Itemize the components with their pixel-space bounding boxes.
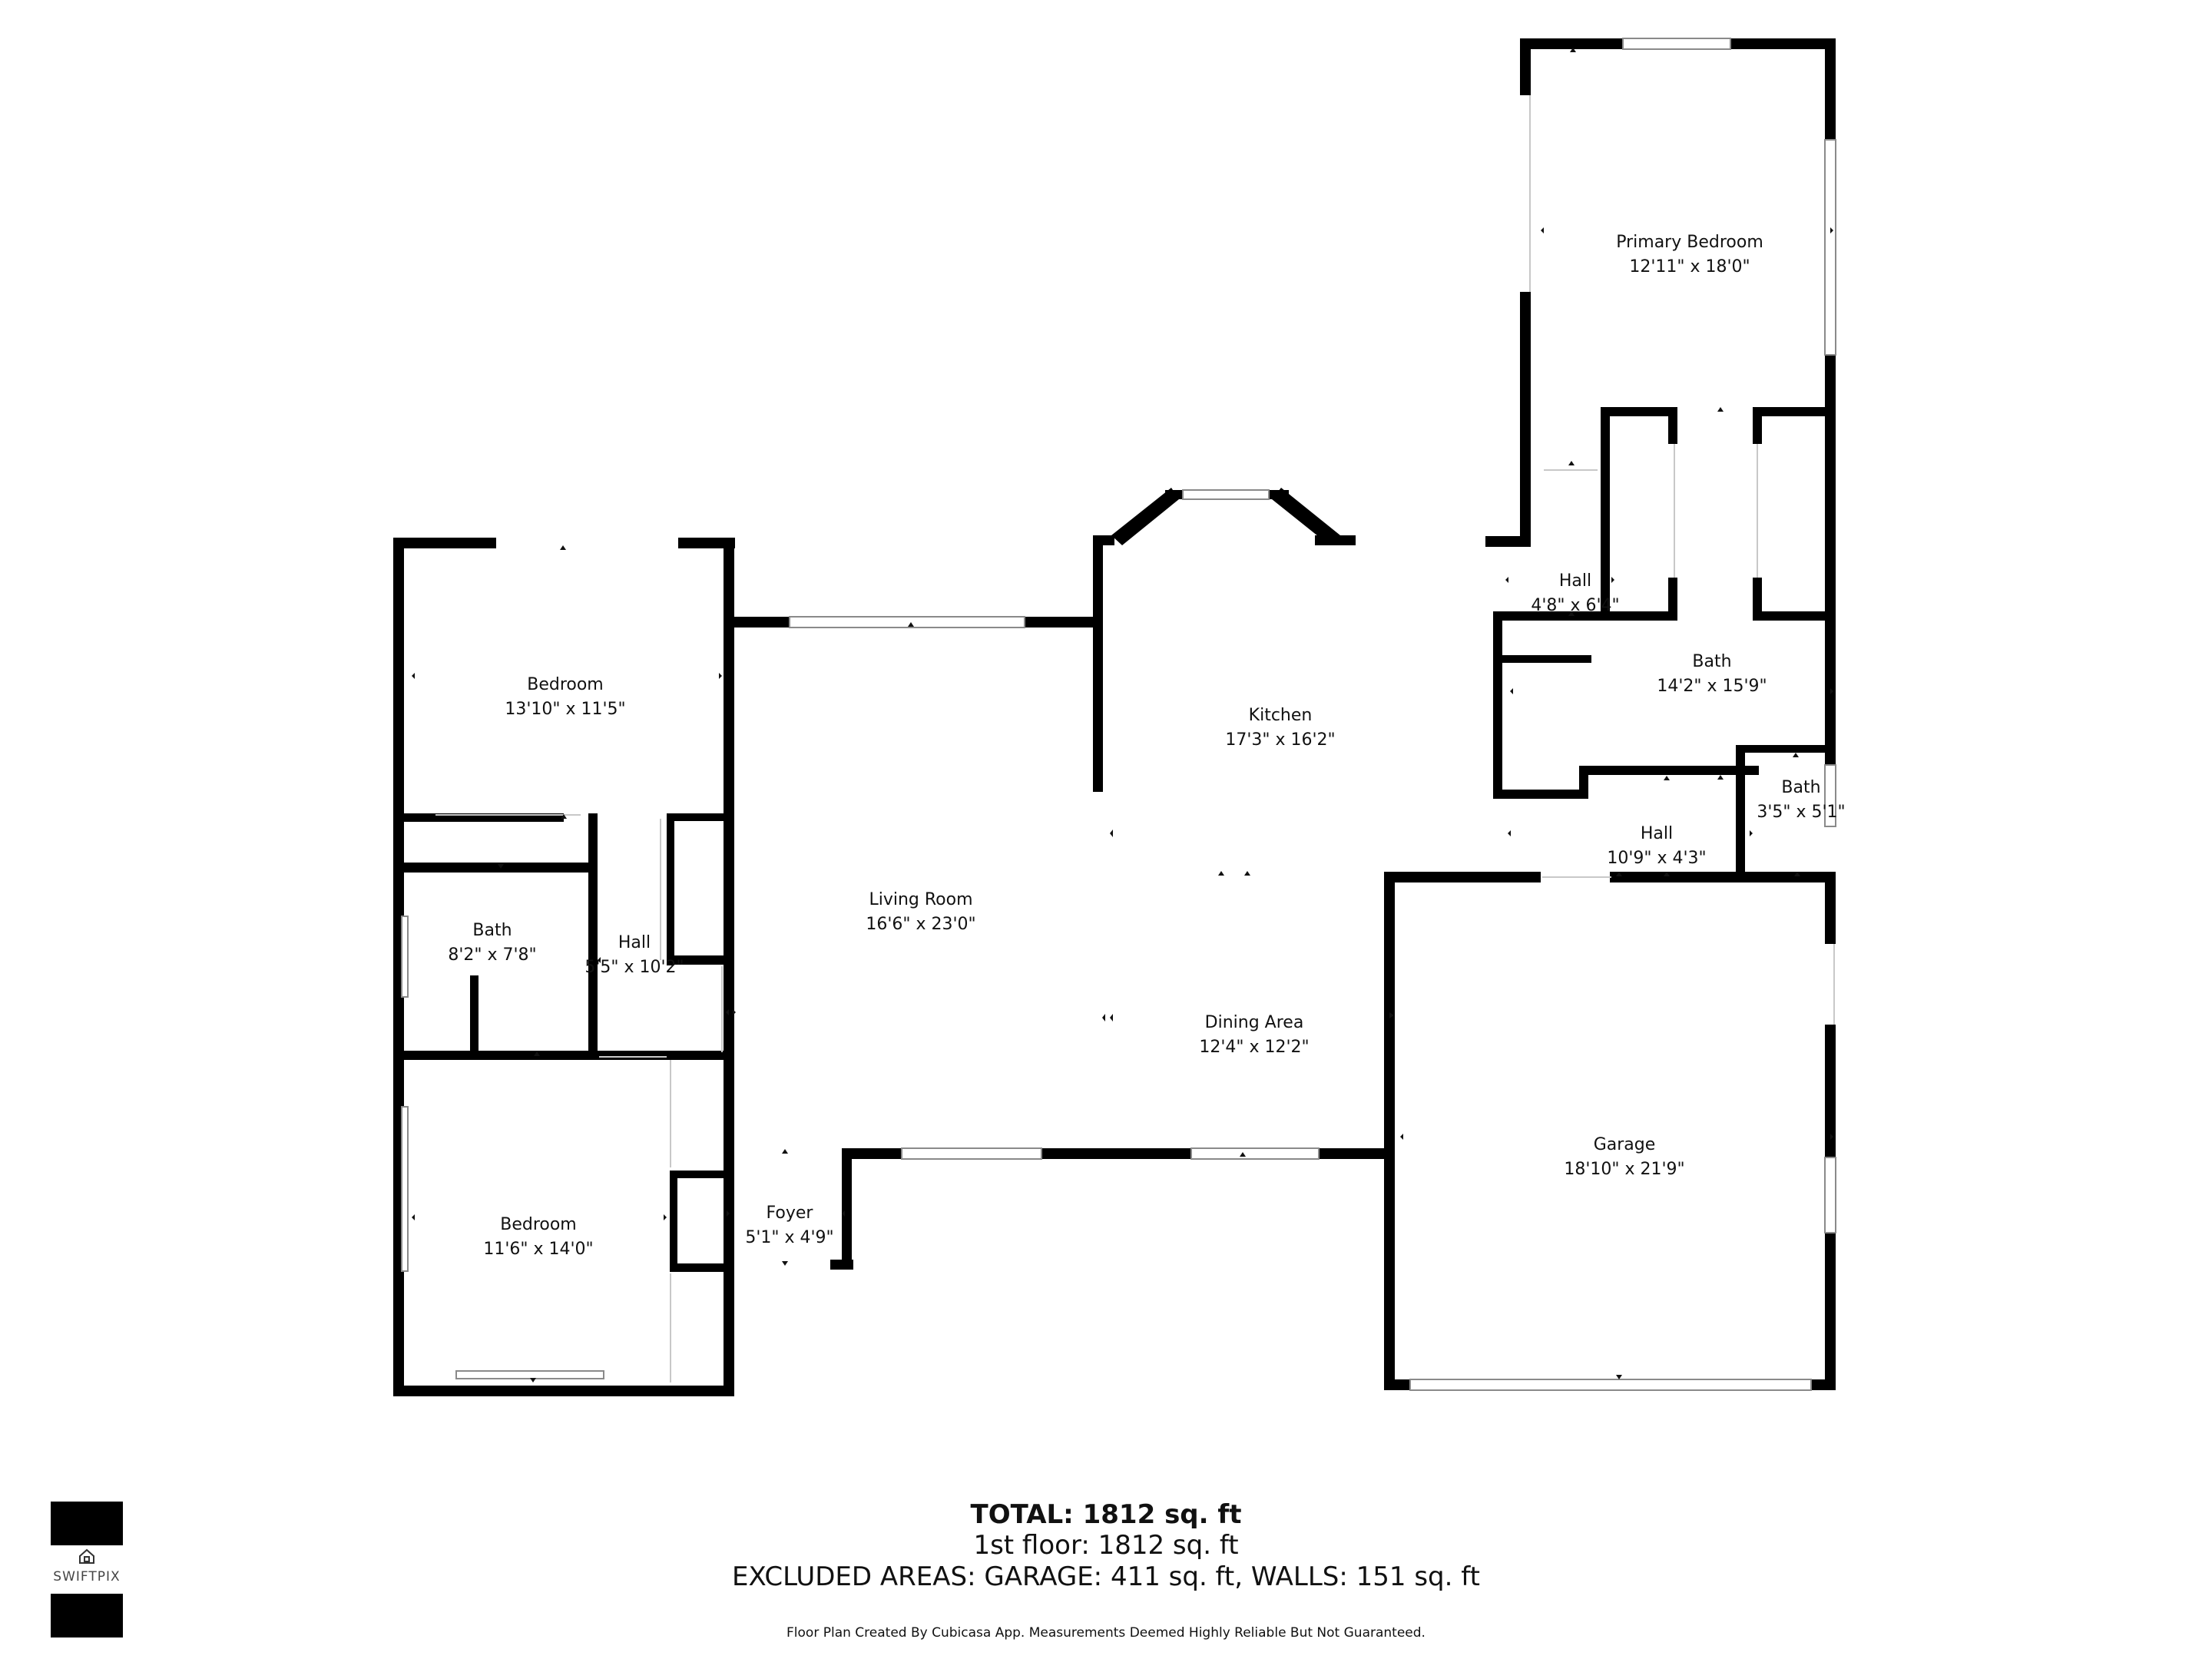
room-dims-bath-primary: 14'2" x 15'9" [1657, 677, 1767, 696]
room-name-living-room: Living Room [869, 890, 972, 909]
room-dims-hall-left: 5'5" x 10'2" [584, 958, 684, 977]
room-dims-bath-small: 3'5" x 5'1" [1757, 803, 1845, 822]
windows [401, 38, 1836, 1391]
room-dims-primary-bedroom: 12'11" x 18'0" [1629, 257, 1750, 276]
room-dims-dining-area: 12'4" x 12'2" [1199, 1038, 1309, 1057]
logo-name: SWIFTPIX [53, 1569, 121, 1584]
room-name-bath-small: Bath [1781, 778, 1820, 797]
logo-block-bottom [51, 1594, 123, 1637]
room-name-bath-primary: Bath [1692, 652, 1731, 671]
room-dims-bedroom-top: 13'10" x 11'5" [505, 700, 625, 719]
disclaimer: Floor Plan Created By Cubicasa App. Meas… [786, 1625, 1426, 1641]
room-name-hall-left: Hall [618, 933, 651, 952]
room-dims-hall-upper: 4'8" x 6'4" [1531, 596, 1619, 615]
room-name-hall-upper: Hall [1559, 571, 1591, 591]
floor1-area: 1st floor: 1812 sq. ft [973, 1530, 1239, 1561]
door-openings [435, 95, 1835, 1382]
room-name-primary-bedroom: Primary Bedroom [1616, 233, 1763, 252]
room-dims-foyer: 5'1" x 4'9" [745, 1228, 833, 1247]
room-name-bedroom-top: Bedroom [527, 675, 604, 694]
room-name-bedroom-bottom: Bedroom [500, 1215, 577, 1234]
room-name-dining-area: Dining Area [1205, 1013, 1304, 1032]
excluded-areas: EXCLUDED AREAS: GARAGE: 411 sq. ft, WALL… [732, 1561, 1480, 1592]
room-dims-kitchen: 17'3" x 16'2" [1225, 730, 1335, 750]
room-dims-hall-right: 10'9" x 4'3" [1607, 849, 1706, 868]
room-dims-living-room: 16'6" x 23'0" [866, 915, 975, 934]
total-area: TOTAL: 1812 sq. ft [970, 1499, 1242, 1530]
logo-block-top [51, 1502, 123, 1545]
room-name-foyer: Foyer [767, 1204, 814, 1223]
room-name-hall-right: Hall [1641, 824, 1673, 843]
room-labels: Primary Bedroom 12'11" x 18'0" Hall 4'8"… [448, 233, 1845, 1259]
swiftpix-logo: SWIFTPIX [51, 1502, 123, 1637]
room-dims-bedroom-bottom: 11'6" x 14'0" [483, 1240, 593, 1259]
house-icon [79, 1548, 94, 1564]
room-name-bath-left: Bath [472, 921, 512, 940]
room-name-kitchen: Kitchen [1249, 706, 1313, 725]
room-name-garage: Garage [1594, 1135, 1656, 1154]
door-markers [412, 48, 1833, 1382]
room-dims-garage: 18'10" x 21'9" [1564, 1160, 1684, 1179]
room-dims-bath-left: 8'2" x 7'8" [448, 945, 536, 965]
